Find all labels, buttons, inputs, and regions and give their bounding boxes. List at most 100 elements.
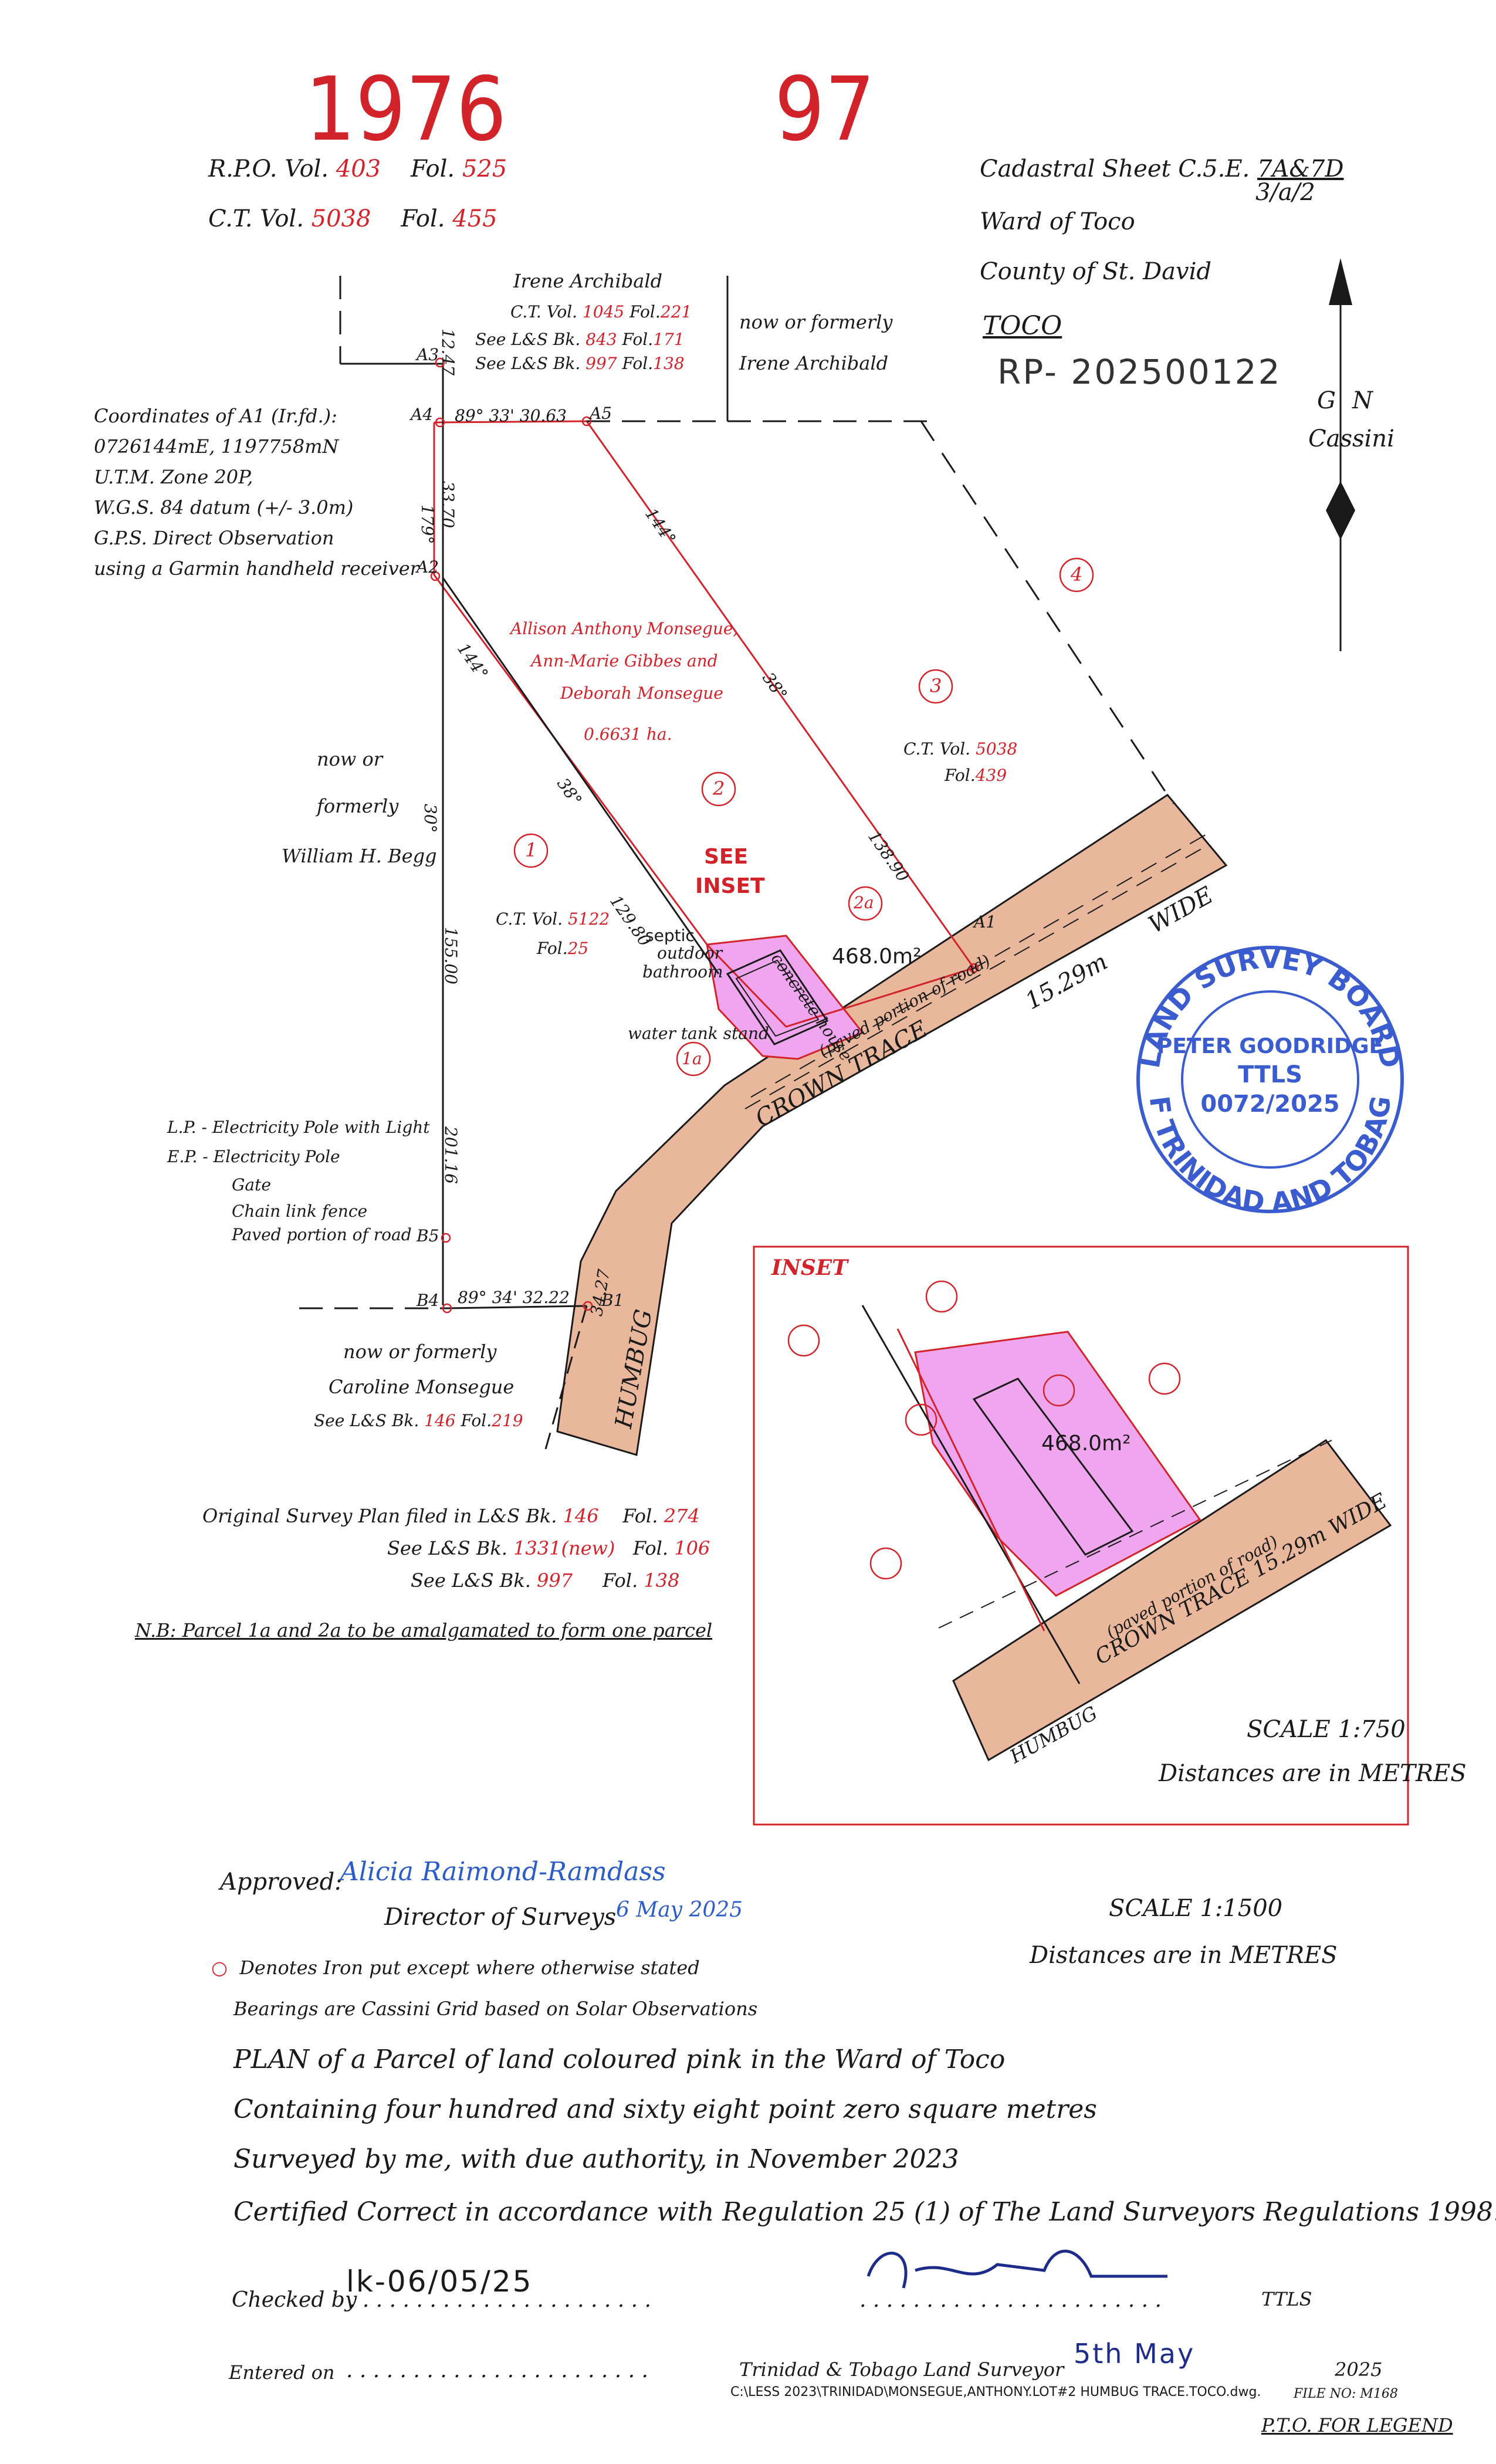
surveyor-signature (867, 2249, 1167, 2289)
file-no: FILE NO: M168 (1294, 2387, 1398, 2401)
outdoor-label: outdoor (657, 943, 723, 963)
owner-line-1: Allison Anthony Monsegue, (510, 619, 739, 638)
north-n: N (1352, 387, 1373, 414)
left-ct: C.T. Vol. 5122 (496, 909, 610, 929)
approved-label: Approved: (220, 1869, 343, 1896)
coord-line-3: U.T.M. Zone 20P, (94, 466, 253, 488)
owner-line-2: Ann-Marie Gibbes and (531, 651, 718, 671)
pt-B1: B1 (601, 1291, 624, 1310)
surveyor-label: Trinidad & Tobago Land Surveyor (739, 2358, 1064, 2381)
concrete-house (726, 949, 829, 1045)
road-crown-trace (556, 794, 1228, 1456)
legend-ep: E.P. - Electricity Pole (167, 1147, 340, 1166)
parcel-4: 4 (1071, 563, 1083, 585)
plan-line: PLAN of a Parcel of land coloured pink i… (233, 2045, 1006, 2074)
containing-line: Containing four hundred and sixty eight … (233, 2094, 1097, 2124)
dim-a4a5: 89° 33' 30.63 (455, 406, 567, 425)
parcel-2a: 2a (854, 893, 874, 912)
legend-lp: L.P. - Electricity Pole with Light (167, 1118, 430, 1137)
pt-A5: A5 (590, 404, 612, 423)
owner-area: 0.6631 ha. (584, 725, 672, 744)
pt-A3: A3 (417, 345, 439, 364)
scale-main: SCALE 1:1500 (1109, 1895, 1283, 1922)
place: TOCO (983, 311, 1062, 341)
inset-title: INSET (771, 1255, 848, 1280)
top-neighbour-ls2: See L&S Bk. 997 Fol.138 (475, 354, 685, 373)
entered-dots: . . . . . . . . . . . . . . . . . . . . … (346, 2358, 648, 2382)
dim-a4a2: 33.70 (438, 481, 458, 529)
bottom-ls: See L&S Bk. 146 Fol.219 (314, 1411, 523, 1430)
surveyor-date: 5th May (1074, 2338, 1196, 2370)
county: County of St. David (980, 258, 1212, 285)
right-neighbour-now: now or formerly (739, 311, 893, 333)
cadastral-sub: 3/a/2 (1255, 179, 1315, 206)
bearings-note: Bearings are Cassini Grid based on Solar… (233, 1998, 758, 2020)
certified-line: Certified Correct in accordance with Reg… (233, 2197, 1496, 2227)
left-fol: Fol.25 (537, 939, 589, 958)
ct-label: C.T. Vol. 5038 Fol. 455 (208, 205, 497, 232)
top-neighbour-ct: C.T. Vol. 1045 Fol.221 (510, 302, 692, 321)
see-inset-1: SEE (704, 845, 749, 869)
owner-line-3: Deborah Monsegue (560, 683, 723, 703)
bottom-now: now or formerly (343, 1341, 497, 1363)
rpo-label: R.P.O. Vol. 403 Fol. 525 (208, 155, 507, 182)
checked-value: lk-06/05/25 (346, 2265, 533, 2299)
ref-see1: See L&S Bk. 1331(new) Fol. 106 (387, 1537, 710, 1559)
legend-gate: Gate (232, 1175, 271, 1194)
land-survey-board-stamp (1136, 946, 1404, 1213)
entered-label: Entered on (229, 2361, 335, 2384)
cadastral-sheet: Cadastral Sheet C.5.E. 7A&7D (980, 155, 1344, 182)
left-neighbour-now: now or (317, 748, 383, 770)
legend-road: Paved portion of road (232, 1225, 412, 1244)
plan-number: 97 (774, 59, 875, 161)
dim-20116: 201.16 (441, 1126, 461, 1184)
ttls-dots: . . . . . . . . . . . . . . . . . . . . … (859, 2288, 1162, 2312)
inset-distances: Distances are in METRES (1159, 1760, 1467, 1787)
ttls-label: TTLS (1261, 2288, 1312, 2310)
dim-b4b1: 89° 34' 32.22 (458, 1288, 570, 1307)
pt-B5: B5 (417, 1226, 439, 1245)
pt-A1: A1 (974, 912, 997, 932)
water-label: water tank stand (628, 1024, 769, 1043)
dim-15500: 155.00 (441, 927, 461, 984)
dim-30: 30° (421, 804, 440, 833)
nb-note: N.B: Parcel 1a and 2a to be amalgamated … (135, 1619, 713, 1641)
file-path: C:\LESS 2023\TRINIDAD\MONSEGUE,ANTHONY.L… (730, 2385, 1261, 2399)
footer-year: 2025 (1335, 2358, 1383, 2381)
surveyed-line: Surveyed by me, with due authority, in N… (233, 2144, 959, 2174)
top-neighbour-ls1: See L&S Bk. 843 Fol.171 (475, 330, 685, 349)
left-neighbour-formerly: formerly (317, 795, 399, 817)
parcel-2: 2 (713, 777, 725, 800)
main-area: 468.0m² (832, 945, 922, 969)
coord-line-2: 0726144mE, 1197758mN (94, 435, 339, 458)
pt-A4: A4 (411, 405, 434, 424)
distances-main: Distances are in METRES (1030, 1942, 1338, 1969)
dim-a4a2-bearing: 179° (418, 505, 437, 544)
inset-frame (753, 1245, 1409, 1826)
coord-line-6: using a Garmin handheld receiver (94, 557, 419, 580)
coord-line-5: G.P.S. Direct Observation (94, 527, 334, 549)
dim-a3a4: 12.47 (438, 329, 458, 376)
bottom-name: Caroline Monsegue (329, 1376, 515, 1398)
north-cassini: Cassini (1308, 425, 1395, 452)
ref-see2: See L&S Bk. 997 Fol. 138 (411, 1569, 680, 1592)
top-neighbour-name: Irene Archibald (513, 270, 663, 292)
see-inset-2: INSET (695, 874, 765, 898)
parcel-2-boundary (433, 420, 976, 1028)
approved-signature: Alicia Raimond-Ramdass (340, 1857, 666, 1887)
parcel3-fol: Fol.439 (945, 766, 1007, 785)
director-label: Director of Surveys (384, 1904, 617, 1931)
parcel-1a: 1a (682, 1049, 702, 1068)
pt-B4: B4 (417, 1291, 439, 1310)
left-neighbour-name: William H. Begg (282, 845, 437, 867)
checked-label: Checked by (232, 2288, 357, 2312)
parcel-3: 3 (930, 675, 942, 697)
inset-area: 468.0m² (1041, 1431, 1131, 1456)
septic-label: septic (645, 926, 695, 945)
legend-fence: Chain link fence (232, 1201, 368, 1221)
iron-note: ○ Denotes Iron put except where otherwis… (211, 1957, 700, 1979)
ward: Ward of Toco (980, 208, 1135, 235)
ref-orig: Original Survey Plan filed in L&S Bk. 14… (202, 1505, 700, 1527)
parcel-1: 1 (525, 839, 537, 861)
pt-A2: A2 (417, 557, 439, 577)
